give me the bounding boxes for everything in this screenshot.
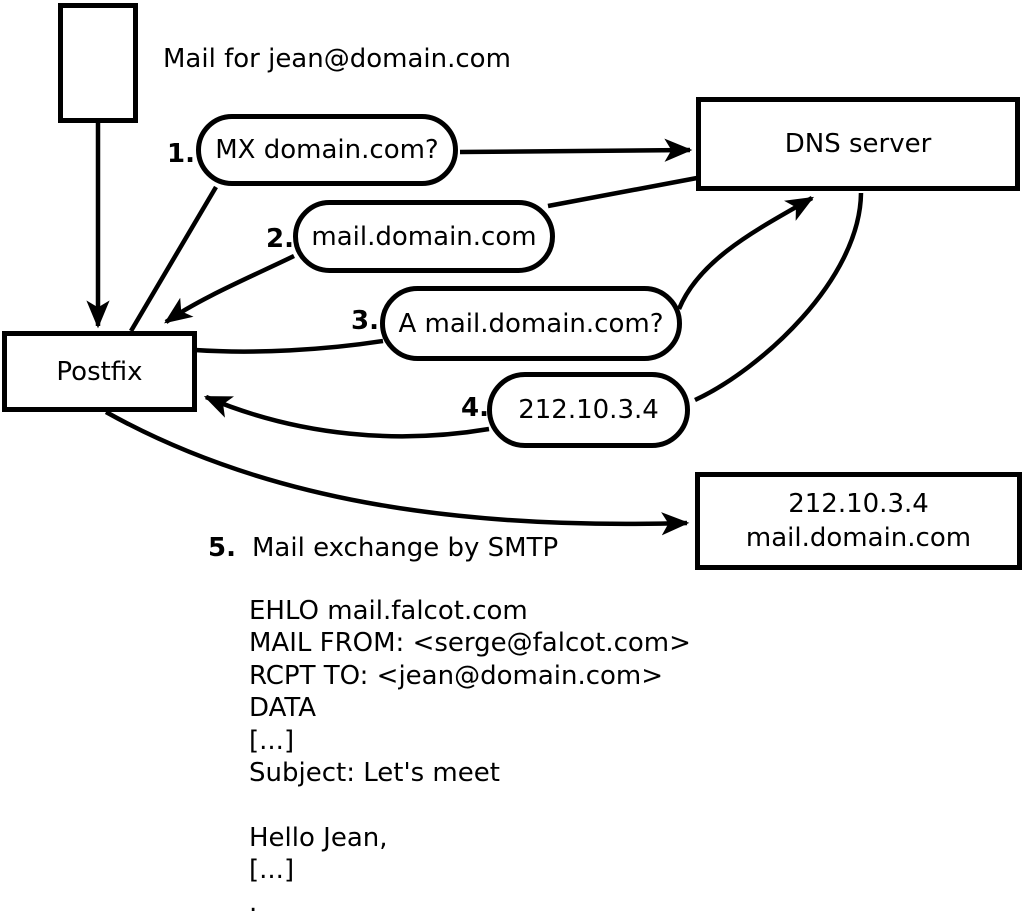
arrow-query1-to-dns [459,138,693,162]
query-a-label: A mail.domain.com? [398,308,664,339]
arrow-query3-to-dns [676,196,815,310]
smtp-line: MAIL FROM: <serge@falcot.com> [249,628,691,659]
step5-label: Mail exchange by SMTP [252,533,559,563]
line-postfix-to-query3 [194,338,384,354]
mail-note: Mail for jean@domain.com [163,44,511,74]
query-mx-label: MX domain.com? [215,135,439,165]
answer-a-pill: 212.10.3.4 [487,372,690,448]
line-dns-to-answer4 [694,192,864,403]
smtp-session-text: EHLO mail.falcot.com MAIL FROM: <serge@f… [249,595,691,919]
line-dns-to-answer2 [547,175,698,209]
step2-number: 2. [266,224,294,254]
smtp-line: RCPT TO: <jean@domain.com> [249,660,664,691]
smtp-line: [...] [249,855,295,886]
step1-number: 1. [167,139,195,169]
answer-mx-pill: mail.domain.com [293,200,555,273]
step4-number: 4. [461,393,489,423]
postfix-label: Postfix [56,356,143,387]
mail-server-node: 212.10.3.4 mail.domain.com [695,472,1022,570]
line-postfix-to-query1 [129,185,218,333]
arrow-answer2-to-postfix [164,253,295,324]
smtp-line [249,789,691,821]
mail-server-hostname: mail.domain.com [745,523,972,553]
answer-mx-label: mail.domain.com [311,221,537,252]
smtp-line: Subject: Let's meet [249,758,500,789]
step5-number: 5. [208,533,236,563]
smtp-line: [...] [249,725,295,756]
answer-a-label: 212.10.3.4 [518,395,659,425]
dns-server-node: DNS server [696,97,1020,191]
smtp-line: DATA [249,693,316,724]
query-mx-pill: MX domain.com? [196,114,458,186]
arrow-postfix-to-mailserver [104,410,690,536]
query-a-pill: A mail.domain.com? [380,286,682,361]
dns-server-label: DNS server [784,129,932,159]
step3-number: 3. [351,306,379,336]
mail-message-box [58,3,138,123]
arrow-answer4-to-postfix [203,394,490,439]
smtp-line: Hello Jean, [249,822,388,853]
smtp-line: EHLO mail.falcot.com [249,596,528,626]
mail-server-ip: 212.10.3.4 [788,489,929,519]
smtp-line: . [249,887,258,918]
postfix-node: Postfix [2,331,197,412]
